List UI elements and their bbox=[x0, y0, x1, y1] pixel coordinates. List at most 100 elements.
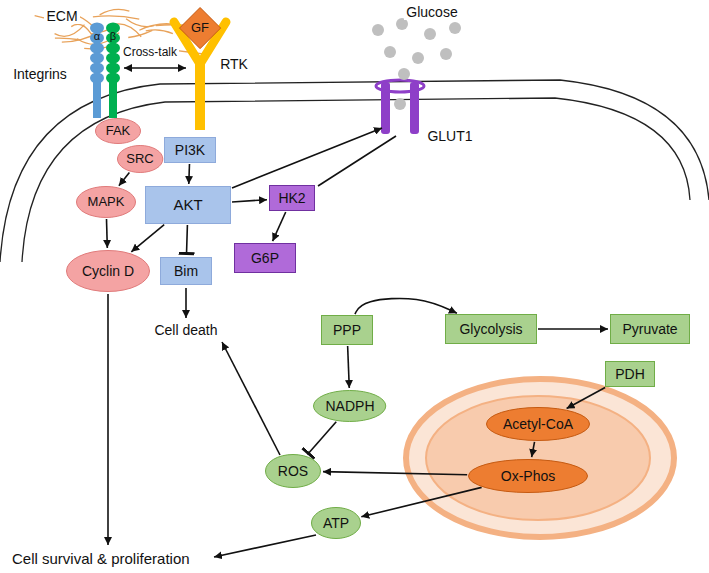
node-text: NADPH bbox=[325, 398, 374, 414]
ellipse-shape bbox=[487, 408, 590, 441]
arrow-connector bbox=[188, 164, 190, 184]
arrow-connector bbox=[323, 472, 467, 475]
arrow-connector bbox=[131, 225, 164, 252]
node-text: Bim bbox=[174, 263, 198, 279]
node-text: G6P bbox=[251, 250, 279, 266]
molecule-ellipse: NADPH bbox=[313, 390, 386, 422]
cyclin-survival-arrow bbox=[107, 294, 109, 545]
molecule-ellipse: FAK bbox=[95, 118, 141, 144]
ellipse-shape bbox=[469, 460, 588, 493]
illustration-part bbox=[90, 73, 104, 84]
illustration-part bbox=[55, 25, 85, 37]
ellipse-shape bbox=[266, 455, 321, 488]
process-box: Glycolysis bbox=[445, 314, 537, 344]
crosstalk-arrow bbox=[124, 67, 186, 69]
arrow-connector bbox=[348, 346, 350, 388]
process-box: Bim bbox=[160, 257, 212, 285]
illustration-part bbox=[398, 68, 410, 80]
membrane-outer bbox=[0, 80, 709, 262]
ellipse-shape bbox=[77, 187, 136, 218]
process-box: PDH bbox=[605, 361, 655, 387]
glucose-dots bbox=[372, 18, 461, 110]
figure-label: α bbox=[94, 30, 100, 43]
ligand-diamond: GF bbox=[179, 7, 221, 49]
illustration-part bbox=[406, 379, 674, 537]
process-box: PPP bbox=[321, 315, 373, 345]
node-text: Acetyl-CoA bbox=[503, 416, 573, 432]
figure-label: GLUT1 bbox=[425, 128, 474, 144]
illustration-part bbox=[412, 52, 424, 64]
illustration-part bbox=[440, 48, 452, 60]
ellipse-shape bbox=[117, 146, 162, 173]
illustration-part bbox=[93, 16, 139, 19]
node-text: Glycolysis bbox=[459, 321, 522, 337]
arrow-connector bbox=[538, 328, 608, 330]
integrin-symbol bbox=[90, 23, 120, 119]
node-text: GF bbox=[191, 21, 209, 36]
inhibition-connector bbox=[186, 225, 189, 255]
arrow-connector bbox=[232, 200, 267, 202]
node-text: Ox-Phos bbox=[501, 468, 555, 484]
node-text: PDH bbox=[615, 366, 645, 382]
ellipse-shape bbox=[312, 508, 361, 539]
glucose-flow-line bbox=[318, 136, 396, 186]
ellipse-shape bbox=[314, 391, 386, 422]
illustration-part bbox=[106, 63, 120, 74]
node-text: PI3K bbox=[175, 142, 205, 158]
illustration-part bbox=[126, 19, 154, 27]
arrow-connector bbox=[567, 388, 606, 409]
node-text: Pyruvate bbox=[622, 321, 677, 337]
arrow-connector bbox=[355, 298, 457, 314]
inhibition-connector bbox=[307, 422, 336, 455]
illustration-part bbox=[424, 28, 436, 40]
figure-label: β bbox=[110, 30, 116, 43]
atp-survival-arrow bbox=[214, 535, 316, 557]
figure-label: RTK bbox=[218, 56, 250, 72]
node-text: MAPK bbox=[88, 195, 125, 210]
glut1-symbol bbox=[376, 80, 424, 134]
illustration-part bbox=[128, 30, 152, 37]
ros-death-arrow bbox=[222, 342, 280, 455]
illustration-part bbox=[426, 396, 650, 520]
illustration-part bbox=[384, 46, 396, 58]
illustration-part bbox=[106, 43, 120, 54]
molecule-ellipse: MAPK bbox=[76, 186, 136, 218]
arrow-connector bbox=[119, 172, 129, 185]
illustration-part bbox=[372, 24, 384, 36]
process-box: G6P bbox=[234, 243, 296, 273]
arrow-connector bbox=[361, 487, 481, 516]
illustration-part bbox=[90, 63, 104, 74]
illustration-part bbox=[106, 73, 120, 84]
ellipse-shape bbox=[96, 119, 141, 144]
figure-label: Cross-talk bbox=[121, 46, 179, 60]
akt-glut1-arrow bbox=[232, 128, 382, 188]
illustration-part bbox=[449, 22, 461, 34]
illustration-part bbox=[109, 82, 117, 118]
arrow-connector bbox=[532, 442, 535, 457]
figure-label: Glucose bbox=[404, 4, 459, 20]
molecule-ellipse: SRC bbox=[117, 145, 163, 173]
illustration-part bbox=[100, 9, 130, 14]
illustration-part bbox=[93, 82, 101, 118]
process-box: Pyruvate bbox=[610, 314, 690, 344]
node-text: FAK bbox=[106, 124, 131, 139]
molecule-ellipse: ATP bbox=[311, 507, 361, 539]
figure-label: ECM bbox=[44, 8, 79, 24]
process-box: HK2 bbox=[269, 185, 315, 211]
ellipse-shape bbox=[67, 251, 150, 292]
node-text: ROS bbox=[278, 463, 308, 479]
molecule-ellipse: Acetyl-CoA bbox=[486, 407, 590, 441]
node-text: Cyclin D bbox=[82, 263, 134, 279]
illustration-part bbox=[116, 24, 141, 37]
arrow-connector bbox=[106, 219, 108, 248]
node-text: PPP bbox=[333, 322, 361, 338]
illustration-part bbox=[195, 60, 205, 130]
bim-death-arrow bbox=[185, 288, 187, 318]
node-text: AKT bbox=[173, 196, 202, 213]
illustration-part bbox=[90, 53, 104, 64]
node-text: SRC bbox=[126, 152, 153, 167]
molecule-ellipse: Cyclin D bbox=[66, 250, 150, 292]
node-text: HK2 bbox=[278, 190, 305, 206]
illustration-part bbox=[376, 80, 424, 92]
